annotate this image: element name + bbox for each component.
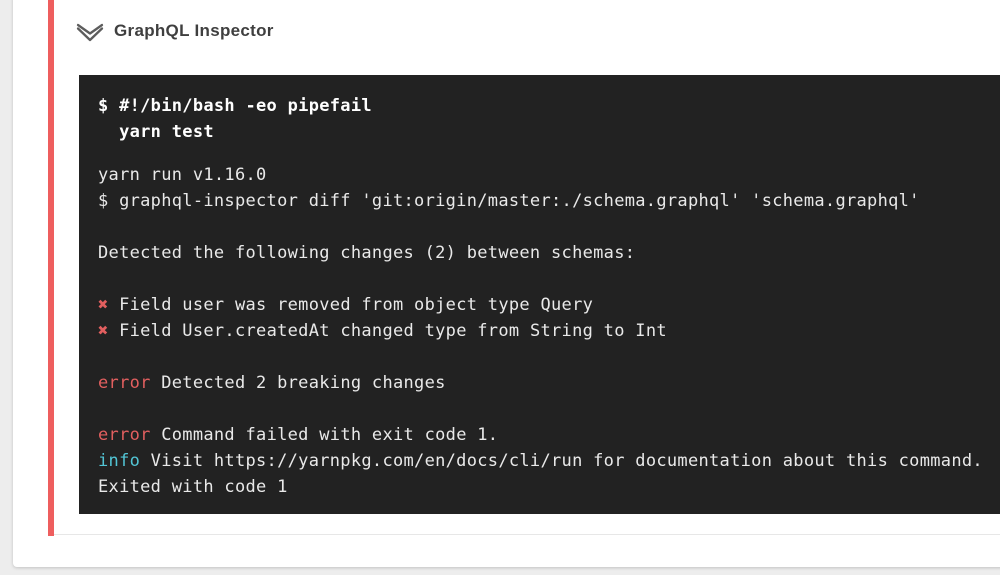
terminal-line: Exited with code 1 [98,477,288,497]
terminal-line [98,214,1000,240]
terminal-line: yarn run v1.16.0 [98,165,267,185]
terminal-line: ✖ Field User.createdAt changed type from… [98,321,667,341]
step-header[interactable]: GraphQL Inspector [76,18,274,44]
terminal-line: ✖ Field user was removed from object typ… [98,295,594,315]
terminal-line: Detected the following changes (2) betwe… [98,243,636,263]
double-chevron-down-icon[interactable] [76,20,104,42]
section-divider [54,534,1000,535]
step-title: GraphQL Inspector [114,21,274,40]
terminal-line [98,396,1000,422]
terminal-line: error Detected 2 breaking changes [98,373,446,393]
terminal-output-block: yarn run v1.16.0 $ graphql-inspector diff… [98,162,1000,500]
terminal-line [98,344,1000,370]
terminal-line: $ graphql-inspector diff 'git:origin/mas… [98,191,920,211]
terminal-line: $ #!/bin/bash -eo pipefail [98,96,372,116]
terminal-line: info Visit https://yarnpkg.com/en/docs/c… [98,451,983,471]
step-status-stripe [48,0,54,536]
terminal-output: $ #!/bin/bash -eo pipefail yarn test yar… [79,75,1000,514]
terminal-command-block: $ #!/bin/bash -eo pipefail yarn test [98,93,1000,145]
terminal-line: yarn test [98,122,214,142]
terminal-line [98,266,1000,292]
terminal-line: error Command failed with exit code 1. [98,425,499,445]
build-step-card: GraphQL Inspector $ #!/bin/bash -eo pipe… [13,0,1000,567]
